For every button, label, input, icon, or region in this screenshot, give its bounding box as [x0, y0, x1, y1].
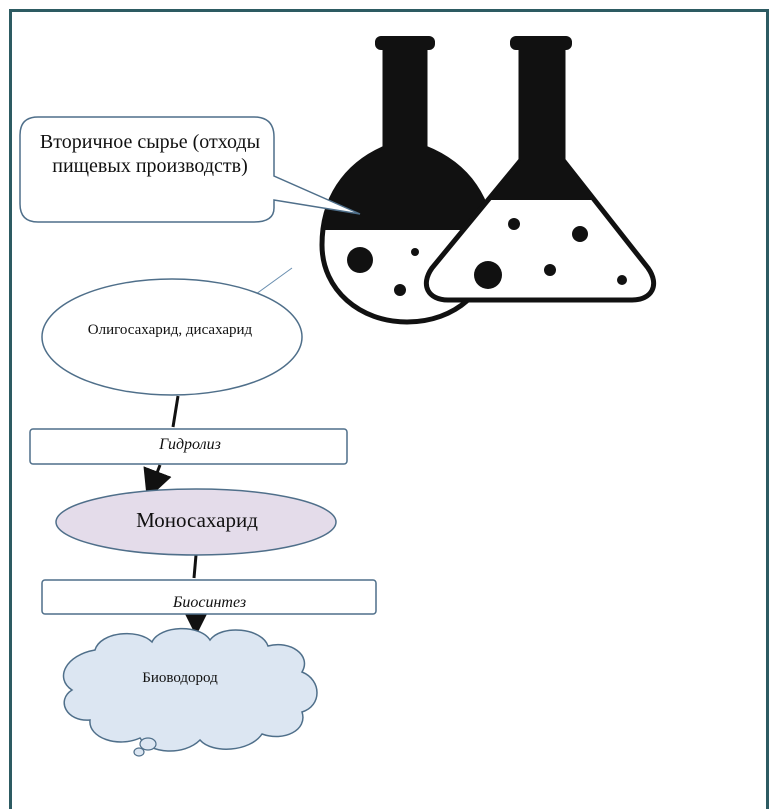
biohydrogen-label: Биоводород — [142, 670, 218, 686]
biosynthesis-box — [41, 579, 377, 615]
biosynthesis-label: Биосинтез — [172, 594, 247, 611]
cloud-tail-large — [139, 737, 157, 751]
oligo-label: Олигосахарид, дисахарид — [87, 322, 253, 338]
arrow-1 — [171, 395, 180, 428]
biohydrogen-cloud — [62, 627, 318, 752]
mono-ellipse — [55, 488, 337, 556]
callout-text: Вторичное сырье (отходы пищевых производ… — [39, 131, 261, 177]
oligo-ellipse — [41, 278, 303, 396]
arrow-2 — [143, 464, 172, 500]
arrow-3 — [192, 554, 198, 579]
hydrolysis-box — [29, 428, 348, 465]
diagram-frame — [9, 9, 769, 809]
hydrolysis-label: Гидролиз — [159, 436, 221, 453]
callout-bubble — [19, 116, 361, 223]
cloud-tail-small — [133, 747, 145, 757]
monosaccharide-label: Моносахарид — [136, 508, 258, 532]
conical-flask-icon — [424, 36, 656, 303]
